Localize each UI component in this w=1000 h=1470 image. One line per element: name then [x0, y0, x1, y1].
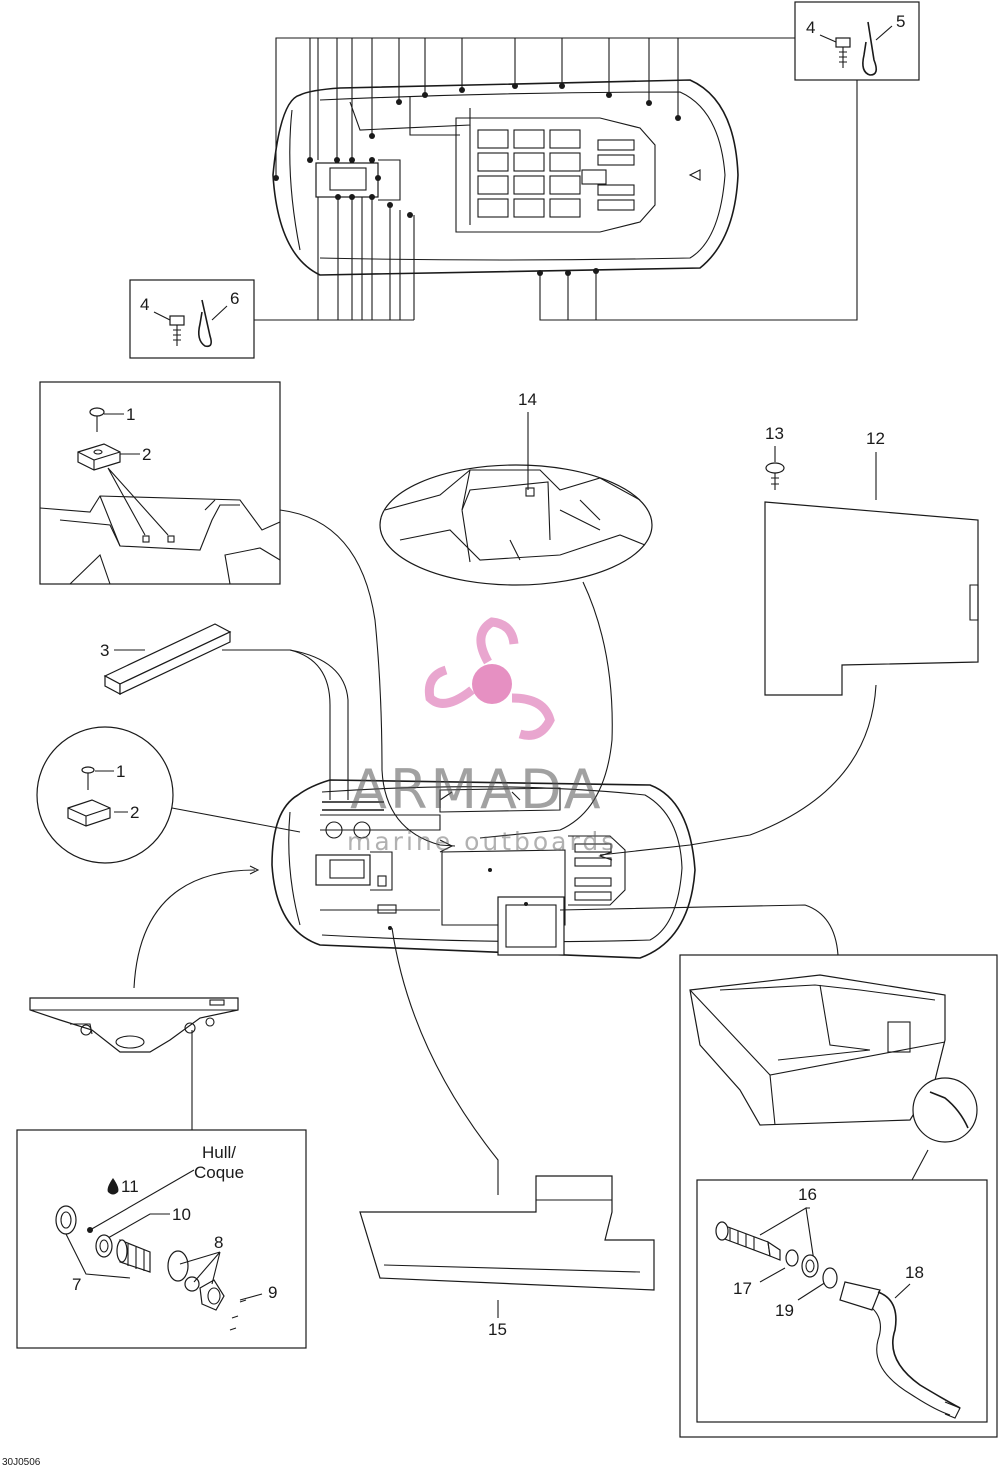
- detail-ellipse-14: 14: [379, 390, 653, 839]
- part-12-panel: 12 13: [599, 424, 979, 856]
- hull-label-line1: Hull/: [202, 1143, 236, 1162]
- callout-9: 9: [268, 1283, 277, 1302]
- callout-3: 3: [100, 641, 109, 660]
- callout-14: 14: [518, 390, 537, 409]
- part-3-strip: 3: [100, 623, 349, 800]
- callout-13: 13: [765, 424, 784, 443]
- propeller-icon: [424, 617, 555, 740]
- watermark-logo: ARMADA marine outboards: [347, 617, 617, 856]
- rear-hull-view: [29, 865, 260, 1130]
- detail-circle-pads: 1 2: [36, 726, 301, 864]
- callout-4-b: 4: [140, 295, 149, 314]
- leader-lines-top: [254, 37, 858, 321]
- callout-4-a: 4: [806, 18, 815, 37]
- watermark-title: ARMADA: [350, 758, 604, 821]
- cable-tie-icon: [198, 299, 228, 348]
- screw-icon: [153, 311, 185, 346]
- sealant-drop-icon: [107, 1178, 119, 1195]
- callout-19: 19: [775, 1301, 794, 1320]
- callout-17: 17: [733, 1279, 752, 1298]
- callout-1-b: 1: [116, 762, 125, 781]
- callout-18: 18: [905, 1263, 924, 1282]
- cable-tie-icon: [862, 21, 893, 76]
- drain-detail-box: Hull/ Coque 11 10 8 7 9: [16, 1129, 307, 1349]
- callout-7: 7: [72, 1275, 81, 1294]
- push-rivet-icon: [81, 766, 95, 790]
- callout-5: 5: [896, 12, 905, 31]
- hull-label-line2: Coque: [194, 1163, 244, 1182]
- pad-icon: [77, 443, 121, 471]
- callout-8: 8: [214, 1233, 223, 1252]
- bin-drain-detail-box: 16 17 19 18: [696, 1179, 988, 1423]
- deck-grid: [477, 129, 635, 218]
- callout-2-b: 2: [130, 803, 139, 822]
- callout-10: 10: [172, 1205, 191, 1224]
- hull-top-view: [254, 37, 858, 321]
- callout-1-a: 1: [126, 405, 135, 424]
- push-rivet-icon: [89, 407, 105, 432]
- callout-6: 6: [230, 289, 239, 308]
- callout-2-a: 2: [142, 445, 151, 464]
- callout-box-4-5: 4 5: [794, 1, 920, 81]
- detail-box-pads: 1 2: [39, 381, 281, 585]
- callout-16: 16: [798, 1185, 817, 1204]
- watermark-subtitle: marine outboards: [347, 827, 617, 856]
- figure-code: 30J0506: [2, 1457, 41, 1468]
- callout-15: 15: [488, 1320, 507, 1339]
- callout-12: 12: [866, 429, 885, 448]
- callout-11: 11: [121, 1177, 139, 1196]
- screw-icon: [819, 34, 851, 68]
- hull-middle-view: [271, 779, 839, 1195]
- push-rivet-icon: [765, 462, 785, 490]
- pad-icon: [67, 799, 111, 827]
- part-15-panel: 15: [359, 1175, 655, 1339]
- callout-box-4-6: 4 6: [129, 279, 255, 359]
